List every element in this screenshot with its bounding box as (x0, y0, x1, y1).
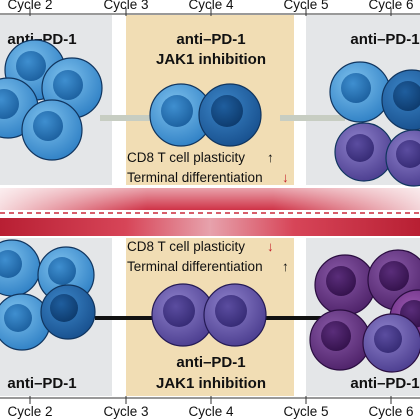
bottom-right-cell-cluster (309, 249, 420, 373)
top-mid-title-1: anti–PD-1 (176, 31, 245, 48)
bottom-right-title: anti–PD-1 (350, 375, 419, 392)
top-terminal-label: Terminal differentiation (127, 170, 263, 185)
cell (314, 254, 376, 316)
bottom-plasticity-label: CD8 T cell plasticity (127, 239, 245, 254)
bottom-terminal-label: Terminal differentiation (127, 259, 263, 274)
cell (21, 99, 83, 161)
bottom-plasticity-arrow-down: ↓ (267, 239, 274, 254)
top-left-cell-cluster (0, 39, 103, 161)
cell (40, 284, 96, 340)
cell (198, 83, 262, 147)
top-mid-cell-pair (149, 83, 262, 147)
top-right-cell-cluster (329, 61, 420, 187)
top-cycle-4: Cycle 4 (188, 0, 234, 12)
top-plasticity-arrow-up: ↑ (267, 150, 274, 165)
cell (381, 69, 420, 131)
cell (309, 309, 371, 371)
top-mid-title-2: JAK1 inhibition (156, 51, 266, 68)
bottom-mid-title-2: JAK1 inhibition (156, 375, 266, 392)
bottom-cycle-ticks (29, 396, 392, 404)
cell (151, 283, 215, 347)
bottom-cycle-4: Cycle 4 (188, 404, 234, 419)
bottom-cycle-2: Cycle 2 (7, 404, 52, 419)
top-plasticity-label: CD8 T cell plasticity (127, 150, 245, 165)
bottom-cycle-6: Cycle 6 (368, 404, 413, 419)
top-cycle-6: Cycle 6 (368, 0, 413, 12)
bottom-terminal-arrow-up: ↑ (282, 259, 289, 274)
bottom-mid-cell-pair (151, 283, 267, 347)
top-right-title: anti–PD-1 (350, 31, 419, 48)
top-cycle-5: Cycle 5 (283, 0, 328, 12)
top-cycle-3: Cycle 3 (103, 0, 148, 12)
bottom-mid-title-1: anti–PD-1 (176, 354, 245, 371)
bottom-cycle-3: Cycle 3 (103, 404, 148, 419)
bottom-left-cell-cluster (0, 239, 96, 351)
top-cycle-ticks (29, 8, 392, 16)
cell (362, 313, 420, 373)
cell (334, 122, 394, 182)
bottom-red-band (0, 218, 420, 236)
bottom-cycle-5: Cycle 5 (283, 404, 328, 419)
cell (149, 83, 213, 147)
cell (329, 61, 391, 123)
top-cycle-2: Cycle 2 (7, 0, 52, 12)
top-terminal-arrow-down: ↓ (282, 170, 289, 185)
cell (203, 283, 267, 347)
bottom-left-title: anti–PD-1 (7, 375, 76, 392)
cell (385, 129, 420, 187)
